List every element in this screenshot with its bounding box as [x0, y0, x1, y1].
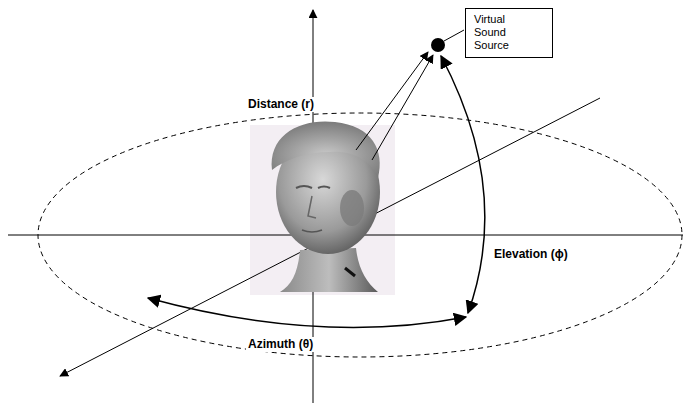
- leader-line: [444, 30, 464, 41]
- elevation-arc: [441, 56, 485, 313]
- distance-arrow: [372, 55, 433, 160]
- axis-label: Distance (r): [246, 97, 316, 112]
- azimuth-arc: [148, 298, 466, 327]
- axis-label: Azimuth (θ): [246, 337, 315, 352]
- head: [272, 121, 380, 292]
- box-label: Virtual Sound Source: [474, 13, 522, 52]
- distance-arrow: [356, 52, 428, 150]
- y-axis: [60, 98, 600, 376]
- sound-source-dot: [431, 38, 445, 52]
- axis-label: Elevation (ϕ): [492, 247, 570, 262]
- source-box: Virtual Sound Source: [465, 8, 553, 58]
